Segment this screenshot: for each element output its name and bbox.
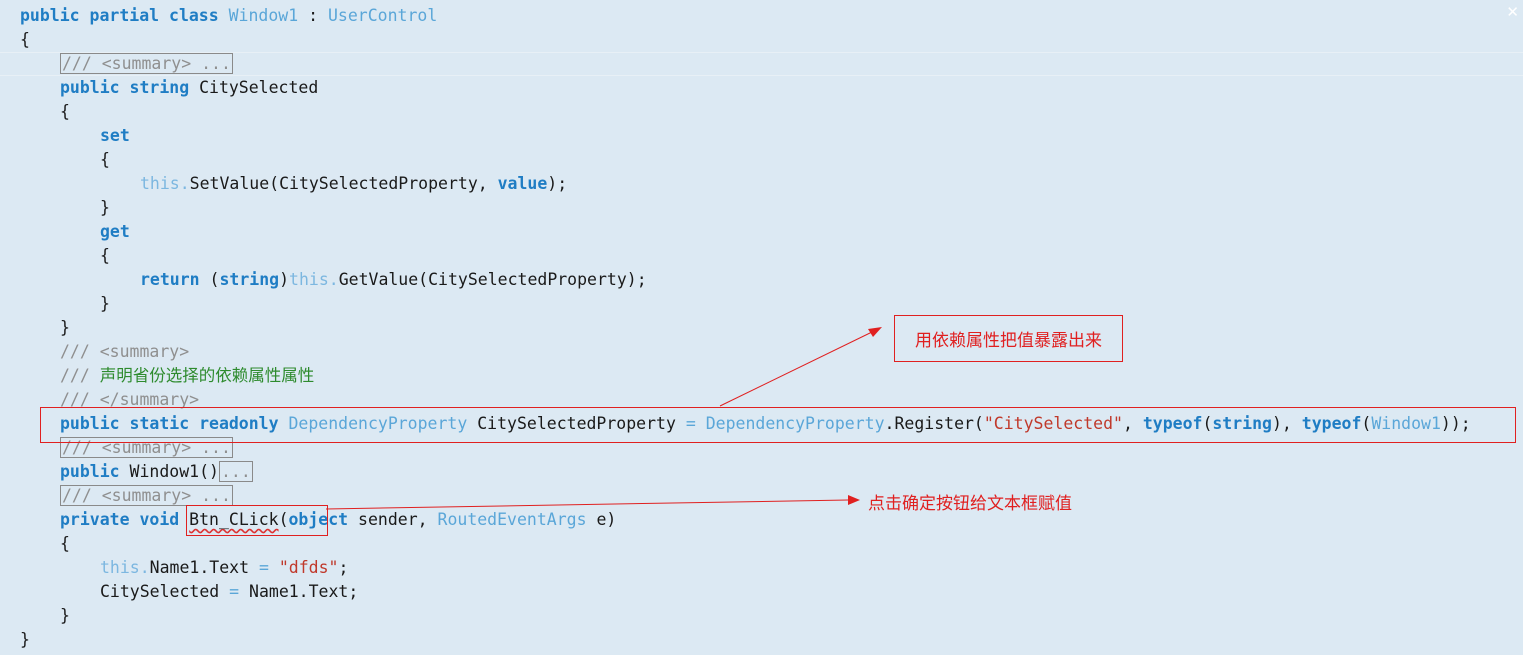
collapsed-summary-block[interactable]: /// <summary> ... — [60, 53, 233, 74]
code-line[interactable]: } — [100, 294, 110, 313]
code-line[interactable]: { — [100, 150, 110, 169]
code-line-setvalue[interactable]: this.SetValue(CitySelectedProperty, valu… — [140, 174, 568, 193]
code-line[interactable]: { — [100, 246, 110, 265]
collapsed-summary-block[interactable]: /// <summary> ... — [60, 485, 233, 506]
highlight-btn-click-box — [186, 505, 328, 536]
annotation-expose-value: 用依赖属性把值暴露出来 — [894, 315, 1123, 362]
code-line[interactable]: } — [20, 630, 30, 649]
code-line-getvalue[interactable]: return (string)this.GetValue(CitySelecte… — [140, 270, 647, 289]
annotation-click-assign: 点击确定按钮给文本框赋值 — [868, 494, 1072, 514]
code-line-assign-text[interactable]: this.Name1.Text = "dfds"; — [100, 558, 349, 577]
code-line[interactable]: } — [100, 198, 110, 217]
highlight-dependency-property-box — [40, 407, 1516, 443]
code-line-constructor[interactable]: public Window1()... — [60, 461, 253, 482]
code-line[interactable]: /// <summary> ... — [0, 484, 1523, 508]
code-line-click-handler[interactable]: private void Btn_CLick(object sender, Ro… — [60, 510, 617, 529]
code-line[interactable]: { — [60, 534, 70, 553]
code-line[interactable]: { — [60, 102, 70, 121]
code-line[interactable]: } — [60, 318, 70, 337]
collapsed-body-block[interactable]: ... — [218, 461, 253, 482]
code-line-dependency-property[interactable]: public static readonly DependencyPropert… — [60, 414, 1471, 433]
method-name-btn-click[interactable]: Btn_CLick — [189, 510, 279, 529]
code-line-comment[interactable]: /// 声明省份选择的依赖属性属性 — [60, 366, 315, 385]
code-line[interactable]: set — [100, 126, 130, 145]
code-line[interactable]: /// <summary> ... — [0, 52, 1523, 76]
code-line[interactable]: get — [100, 222, 130, 241]
close-icon[interactable]: ✕ — [1506, 3, 1519, 21]
current-line-highlight — [0, 52, 1523, 76]
code-line[interactable]: } — [60, 606, 70, 625]
code-line-comment[interactable]: /// </summary> — [60, 390, 200, 409]
code-line-class-declaration[interactable]: public partial class Window1 : UserContr… — [20, 6, 438, 25]
code-line-assign-city[interactable]: CitySelected = Name1.Text; — [100, 582, 359, 601]
code-line-property[interactable]: public string CitySelected — [60, 78, 319, 97]
code-line[interactable]: { — [20, 30, 30, 49]
code-line-comment[interactable]: /// <summary> — [60, 342, 190, 361]
